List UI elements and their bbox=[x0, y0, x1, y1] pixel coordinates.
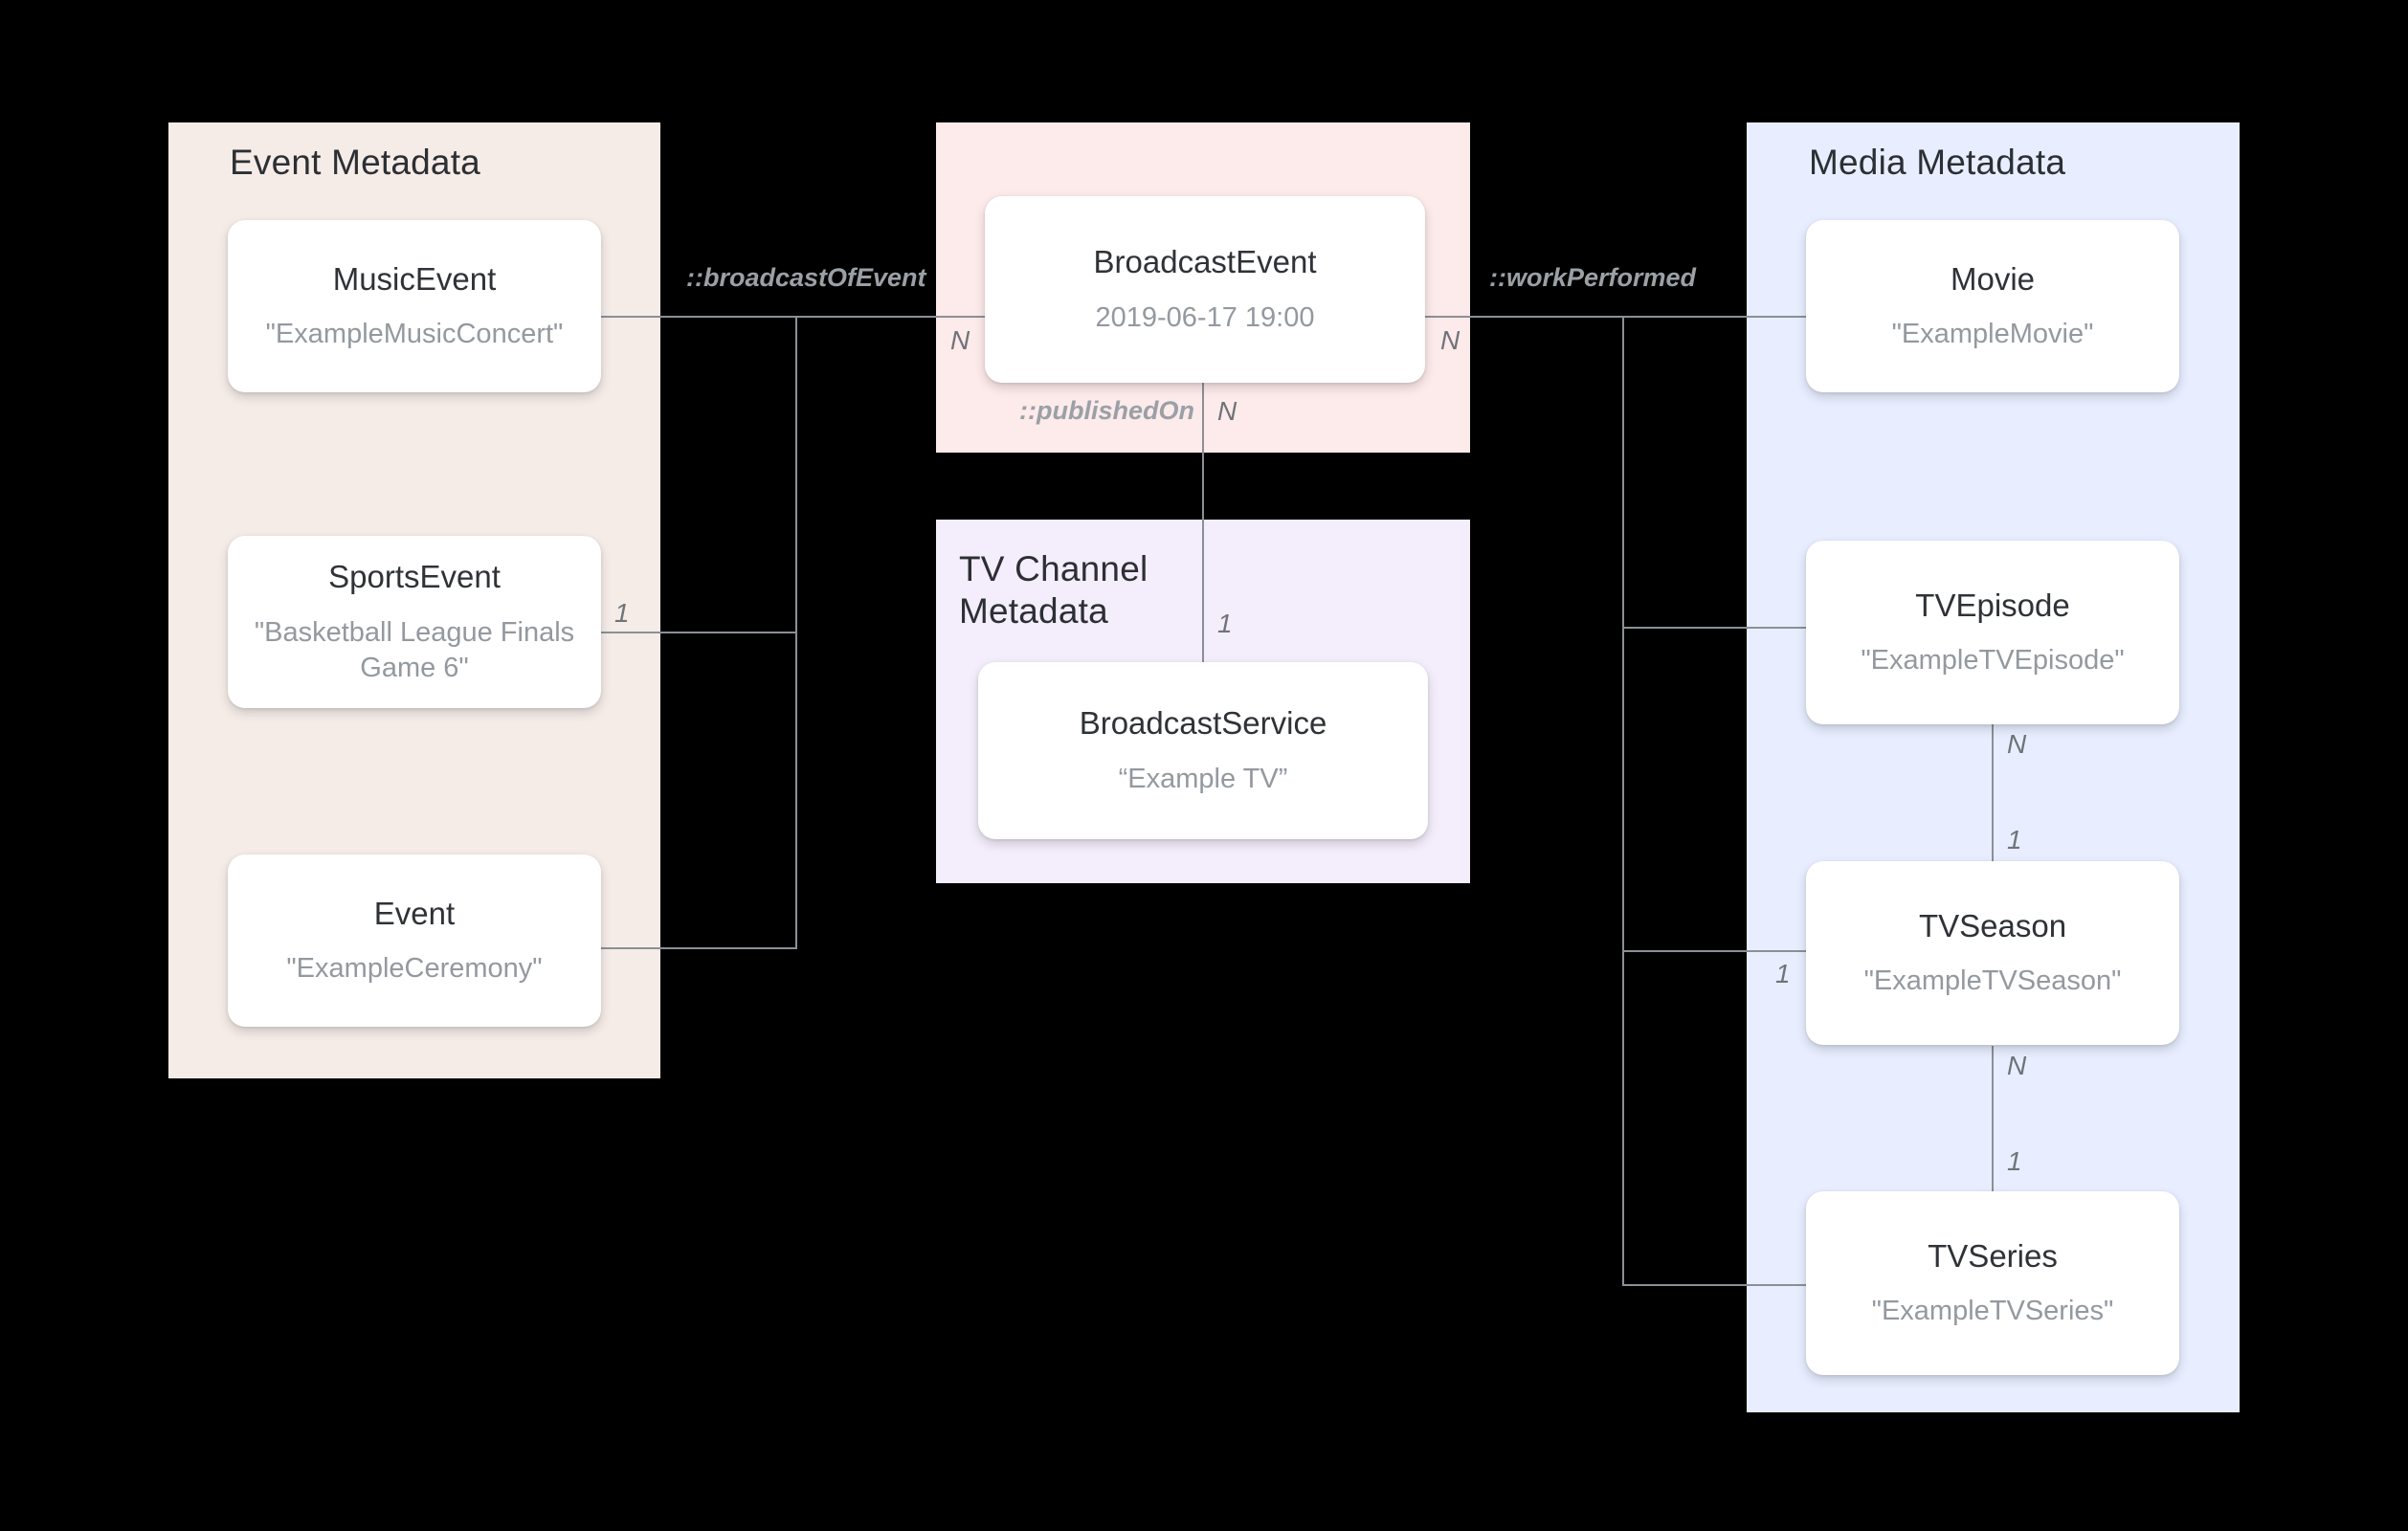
card-tv-series[interactable]: TVSeries "ExampleTVSeries" bbox=[1806, 1191, 2179, 1375]
card-event-value: "ExampleCeremony" bbox=[286, 953, 543, 985]
card-music-event[interactable]: MusicEvent "ExampleMusicConcert" bbox=[228, 220, 601, 392]
card-broadcast-service-value: “Example TV” bbox=[1118, 763, 1288, 794]
connector-left-trunk bbox=[795, 316, 797, 949]
edge-label-work-performed: ::workPerformed bbox=[1489, 263, 1697, 292]
cardinality-episode-season-n: N bbox=[2007, 729, 2027, 759]
panel-tv-channel-metadata-title: TV Channel Metadata bbox=[959, 549, 1148, 631]
card-tv-season[interactable]: TVSeason "ExampleTVSeason" bbox=[1806, 861, 2179, 1045]
card-tv-episode-name: TVEpisode bbox=[1915, 587, 2070, 623]
edge-label-published-on: ::publishedOn bbox=[1019, 396, 1194, 425]
connector-published-on-line bbox=[1202, 383, 1204, 662]
connector-event-stub bbox=[601, 947, 796, 949]
card-event-name: Event bbox=[373, 895, 456, 931]
card-music-event-name: MusicEvent bbox=[332, 260, 497, 297]
card-event[interactable]: Event "ExampleCeremony" bbox=[228, 854, 601, 1027]
connector-broadcast-of-event-line bbox=[795, 316, 985, 318]
card-tv-season-name: TVSeason bbox=[1918, 907, 2067, 943]
panel-media-metadata-title: Media Metadata bbox=[1809, 143, 2066, 182]
cardinality-season-series-n: N bbox=[2007, 1051, 2027, 1080]
connector-media-trunk bbox=[1622, 316, 1624, 1286]
cardinality-broadcast-service-one: 1 bbox=[1217, 609, 1233, 638]
card-movie[interactable]: Movie "ExampleMovie" bbox=[1806, 220, 2179, 392]
card-broadcast-event-name: BroadcastEvent bbox=[1093, 244, 1317, 280]
card-tv-episode-value: "ExampleTVEpisode" bbox=[1861, 645, 2125, 677]
cardinality-episode-season-one: 1 bbox=[2007, 825, 2022, 854]
connector-sports-event-stub bbox=[601, 632, 796, 633]
card-tv-episode[interactable]: TVEpisode "ExampleTVEpisode" bbox=[1806, 541, 2179, 724]
connector-movie-branch bbox=[1622, 316, 1806, 318]
connector-tv-season-branch bbox=[1622, 950, 1806, 952]
card-tv-series-value: "ExampleTVSeries" bbox=[1871, 1296, 2114, 1327]
card-broadcast-event[interactable]: BroadcastEvent 2019-06-17 19:00 bbox=[985, 196, 1425, 383]
cardinality-work-performed-n: N bbox=[1440, 325, 1460, 355]
connector-work-performed-line bbox=[1425, 316, 1623, 318]
cardinality-season-series-one: 1 bbox=[2007, 1146, 2022, 1176]
card-broadcast-event-value: 2019-06-17 19:00 bbox=[1095, 301, 1315, 333]
cardinality-season-left-one: 1 bbox=[1775, 959, 1791, 988]
card-broadcast-service-name: BroadcastService bbox=[1079, 705, 1327, 742]
cardinality-sports-event-one: 1 bbox=[614, 598, 630, 628]
connector-tv-episode-branch bbox=[1622, 627, 1806, 629]
card-music-event-value: "ExampleMusicConcert" bbox=[265, 319, 564, 350]
edge-label-broadcast-of-event: ::broadcastOfEvent bbox=[686, 263, 926, 292]
card-movie-name: Movie bbox=[1950, 260, 2036, 297]
card-tv-season-value: "ExampleTVSeason" bbox=[1863, 965, 2122, 997]
connector-episode-season-line bbox=[1992, 724, 1994, 902]
connector-season-series-line bbox=[1992, 1046, 1994, 1224]
connector-music-event-stub bbox=[601, 316, 796, 318]
card-sports-event-value: "Basketball League Finals Game 6" bbox=[254, 616, 575, 683]
card-sports-event[interactable]: SportsEvent "Basketball League Finals Ga… bbox=[228, 536, 601, 708]
card-broadcast-service[interactable]: BroadcastService “Example TV” bbox=[978, 662, 1428, 839]
card-sports-event-name: SportsEvent bbox=[328, 559, 501, 595]
card-movie-value: "ExampleMovie" bbox=[1891, 319, 2094, 350]
cardinality-published-on-n: N bbox=[1217, 396, 1237, 426]
connector-tv-series-branch bbox=[1622, 1284, 1806, 1286]
cardinality-broadcast-of-event-n: N bbox=[950, 325, 970, 355]
panel-event-metadata-title: Event Metadata bbox=[230, 143, 480, 182]
card-tv-series-name: TVSeries bbox=[1928, 1237, 2058, 1274]
